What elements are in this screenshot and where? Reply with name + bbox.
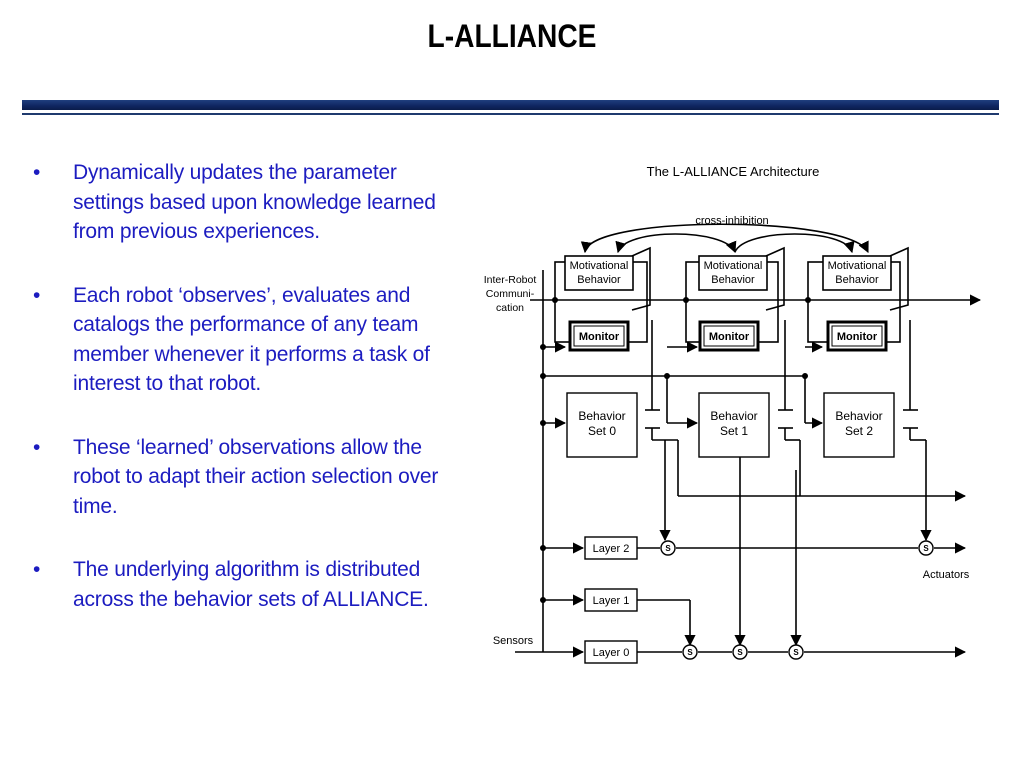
suppressor-node	[660, 540, 676, 556]
bullet-marker: •	[33, 435, 41, 459]
layer-label: Layer 0	[593, 647, 630, 659]
bullet-text: Dynamically updates the parameter settin…	[73, 161, 436, 243]
title-divider	[22, 100, 999, 110]
monitor-label: Monitor	[579, 331, 620, 343]
bullet-text: The underlying algorithm is distributed …	[73, 558, 429, 611]
suppressor-nodes	[660, 540, 934, 660]
title-divider-thin	[22, 113, 999, 115]
motivational-label-line2: Behavior	[577, 274, 621, 286]
bullet-text: These ‘learned’ observations allow the r…	[73, 435, 439, 518]
motivational-label-line1: Motivational	[570, 260, 629, 272]
behavior-set-label: Behavior	[578, 409, 625, 423]
bullet-item: • Dynamically updates the parameter sett…	[33, 158, 453, 247]
bullet-item: • These ‘learned’ observations allow the…	[33, 433, 453, 522]
layer-1: Layer 1	[584, 588, 638, 612]
diagram-title: The L-ALLIANCE Architecture	[647, 164, 820, 179]
behavior-set-number: Set 1	[720, 424, 748, 438]
motivational-label-line1: Motivational	[828, 260, 887, 272]
monitor-label: Monitor	[837, 331, 878, 343]
layer-label: Layer 1	[593, 595, 630, 607]
suppressor-node	[918, 540, 934, 556]
suppressor-label: S	[923, 544, 929, 553]
bullet-item: • The underlying algorithm is distribute…	[33, 555, 453, 614]
motivational-behavior-2: Motivational Behavior	[822, 255, 892, 291]
motivational-label-line2: Behavior	[835, 274, 879, 286]
cross-inhibition-label: cross-inhibition	[695, 215, 768, 227]
bullet-marker: •	[33, 558, 41, 581]
slide-title: L-ALLIANCE	[427, 18, 597, 54]
suppressor-node	[788, 644, 804, 660]
bullet-item: • Each robot ‘observes’, evaluates and c…	[33, 281, 453, 399]
suppressor-label: S	[737, 648, 743, 657]
motivational-behavior-0: Motivational Behavior	[564, 255, 634, 291]
inter-robot-label-3: cation	[496, 302, 524, 314]
behavior-set-2: Behavior Set 2	[823, 392, 895, 458]
behavior-set-number: Set 2	[845, 424, 873, 438]
layer-label: Layer 2	[593, 543, 630, 555]
monitor-2: Monitor	[826, 320, 888, 352]
inter-robot-label-1: Inter-Robot	[484, 274, 537, 286]
sensors-label: Sensors	[493, 635, 534, 647]
motivational-label-line2: Behavior	[711, 274, 755, 286]
monitor-1: Monitor	[698, 320, 760, 352]
behavior-set-number: Set 0	[588, 424, 616, 438]
monitor-0: Monitor	[568, 320, 630, 352]
suppressor-label: S	[665, 544, 671, 553]
motivational-behavior-1: Motivational Behavior	[698, 255, 768, 291]
suppressor-node	[732, 644, 748, 660]
behavior-set-1: Behavior Set 1	[698, 392, 770, 458]
suppressor-label: S	[793, 648, 799, 657]
layer-0: Layer 0	[584, 640, 638, 664]
bullet-list: • Dynamically updates the parameter sett…	[33, 158, 453, 648]
l-alliance-architecture-diagram: Motivational Behavior Motivational Behav…	[484, 164, 982, 664]
motivational-label-line1: Motivational	[704, 260, 763, 272]
behavior-set-label: Behavior	[835, 409, 882, 423]
suppressor-node	[682, 644, 698, 660]
layer-2: Layer 2	[584, 536, 638, 560]
inter-robot-label-2: Communi-	[486, 288, 535, 300]
bullet-marker: •	[33, 283, 41, 307]
bullet-marker: •	[33, 161, 41, 184]
bullet-text: Each robot ‘observes’, evaluates and cat…	[73, 283, 430, 396]
behavior-set-label: Behavior	[710, 409, 757, 423]
actuators-label: Actuators	[923, 569, 970, 581]
behavior-set-0: Behavior Set 0	[566, 392, 638, 458]
suppressor-label: S	[687, 648, 693, 657]
monitor-label: Monitor	[709, 331, 750, 343]
